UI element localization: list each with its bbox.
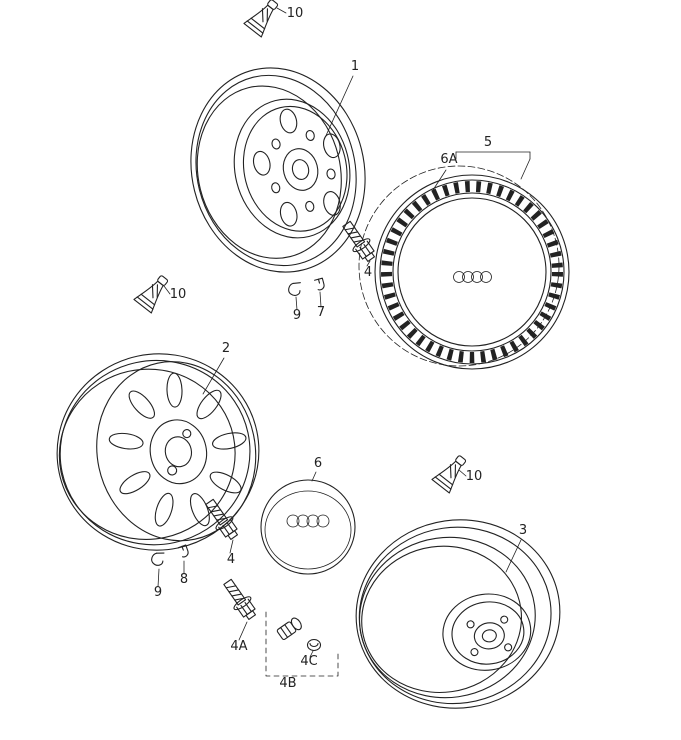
callout-clip-9-mid[interactable]: 9 xyxy=(154,585,162,600)
callout-cap-6[interactable]: 6 xyxy=(314,456,322,471)
lock-set-bracket xyxy=(265,611,339,677)
balance-clip-9-top xyxy=(287,280,303,297)
callout-lock-4b[interactable]: 4B xyxy=(279,676,296,691)
wheel2-hub xyxy=(149,419,208,485)
callout-trim-5[interactable]: 5 xyxy=(484,135,492,150)
trim-audi-rings-logo xyxy=(453,271,492,283)
steel-wheel-1 xyxy=(190,67,366,273)
wheel3-center-bore xyxy=(481,629,497,643)
callout-bolt-4a[interactable]: 4A xyxy=(230,639,247,654)
tire-valve-10-top xyxy=(243,0,284,38)
steel-wheel-3 xyxy=(355,519,561,709)
callout-bolt-top[interactable]: 4 xyxy=(364,265,372,280)
callout-bolt-mid[interactable]: 4 xyxy=(227,552,235,567)
cap-audi-rings-logo xyxy=(286,514,330,528)
callout-wheel-3[interactable]: 3 xyxy=(519,523,527,538)
wheel2-center-bore xyxy=(164,436,193,468)
lock-bolt-4b xyxy=(276,617,302,640)
center-cap-6 xyxy=(260,479,356,575)
lock-cap-4c xyxy=(306,638,322,652)
callout-wheel-1[interactable]: 1 xyxy=(351,59,359,74)
wheel-bolt-4a xyxy=(218,575,261,624)
wheel1-hub xyxy=(282,148,319,191)
tire-valve-10-mid xyxy=(133,270,174,314)
trim-backing-plate-6a xyxy=(358,165,560,367)
wheel-trim-assembly-5 xyxy=(358,165,570,370)
wheel3-hub xyxy=(473,622,505,650)
callout-clip-8[interactable]: 8 xyxy=(180,572,188,587)
callout-valve-right[interactable]: 10 xyxy=(466,469,483,484)
balance-clip-9-mid xyxy=(149,549,166,568)
callout-valve-mid[interactable]: 10 xyxy=(170,287,187,302)
wheel1-center-bore xyxy=(291,159,310,180)
trim-serrated-ring xyxy=(381,181,563,363)
callout-cap-4c[interactable]: 4C xyxy=(300,654,317,669)
callout-valve-top[interactable]: 10 xyxy=(287,6,304,21)
leader-lines xyxy=(157,7,531,658)
callout-clip-7[interactable]: 7 xyxy=(317,305,325,320)
callout-clip-9-top[interactable]: 9 xyxy=(293,308,301,323)
clip-7 xyxy=(314,277,326,292)
callout-wheel-2[interactable]: 2 xyxy=(222,341,230,356)
alloy-wheel-2 xyxy=(56,353,260,551)
callout-plate-6a[interactable]: 6A xyxy=(440,152,457,167)
